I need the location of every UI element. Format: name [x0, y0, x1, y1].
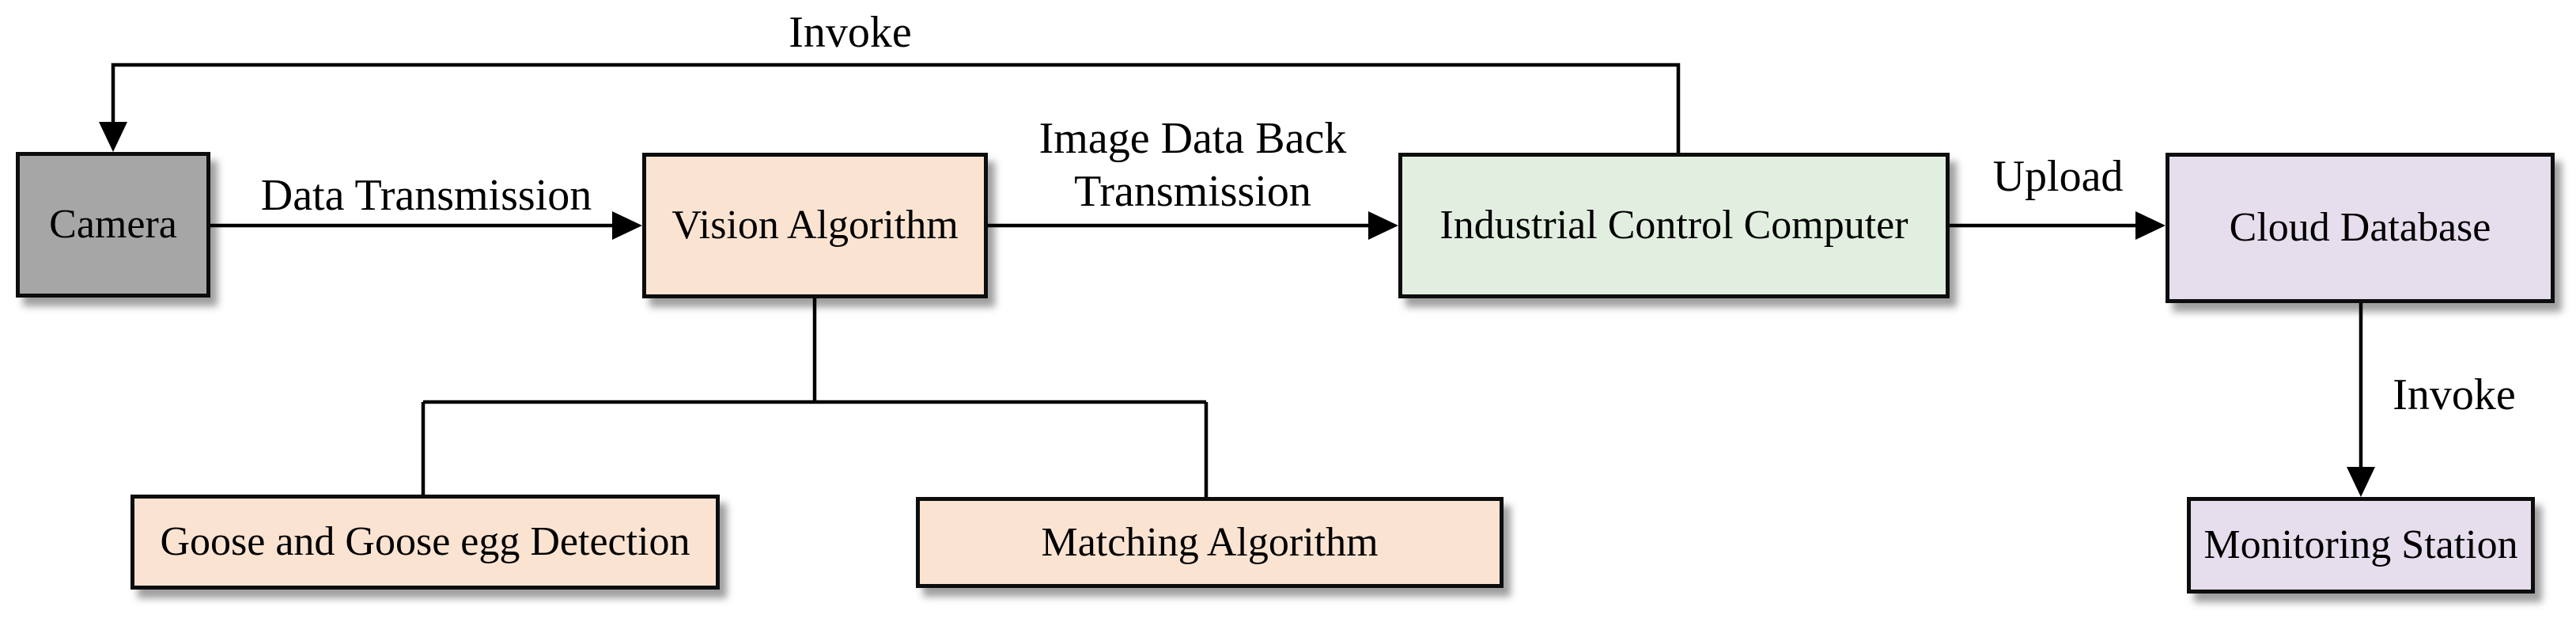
- node-camera-label: Camera: [49, 202, 177, 248]
- edge-label-image-data-back-line1: Image Data Back: [1038, 114, 1347, 163]
- edge-label-invoke-top: Invoke: [789, 8, 912, 57]
- edge-invoke-top-line: [111, 63, 1681, 153]
- edge-label-invoke-right: Invoke: [2393, 370, 2516, 419]
- node-goose-egg-detection: Goose and Goose egg Detection: [131, 495, 720, 590]
- node-cloud-database: Cloud Database: [2166, 153, 2555, 303]
- edge-image-back-arrowhead: [1368, 211, 1398, 240]
- node-monitoring-station-label: Monitoring Station: [2203, 522, 2518, 568]
- node-camera: Camera: [16, 152, 210, 298]
- edge-invoke-right-arrowhead: [2347, 467, 2375, 497]
- node-matching-algorithm-label: Matching Algorithm: [1041, 519, 1379, 565]
- edge-label-data-transmission: Data Transmission: [260, 171, 592, 220]
- node-monitoring-station: Monitoring Station: [2187, 497, 2535, 594]
- edge-label-upload: Upload: [1992, 152, 2124, 201]
- edge-label-image-data-back: Image Data Back Transmission: [1039, 112, 1347, 218]
- node-industrial-control-computer: Industrial Control Computer: [1398, 153, 1950, 298]
- edge-label-image-data-back-line2: Transmission: [1074, 167, 1311, 217]
- edge-vision-branch-lines: [421, 298, 1209, 497]
- node-cloud-database-label: Cloud Database: [2229, 205, 2491, 251]
- node-vision-algorithm-label: Vision Algorithm: [671, 203, 959, 248]
- node-goose-egg-detection-label: Goose and Goose egg Detection: [160, 519, 690, 565]
- node-vision-algorithm: Vision Algorithm: [642, 153, 988, 298]
- edge-data-transmission-arrowhead: [612, 211, 642, 240]
- node-matching-algorithm: Matching Algorithm: [916, 497, 1504, 588]
- node-industrial-control-computer-label: Industrial Control Computer: [1439, 203, 1908, 248]
- edge-upload-arrowhead: [2135, 211, 2166, 240]
- edge-invoke-top-arrowhead: [99, 122, 127, 152]
